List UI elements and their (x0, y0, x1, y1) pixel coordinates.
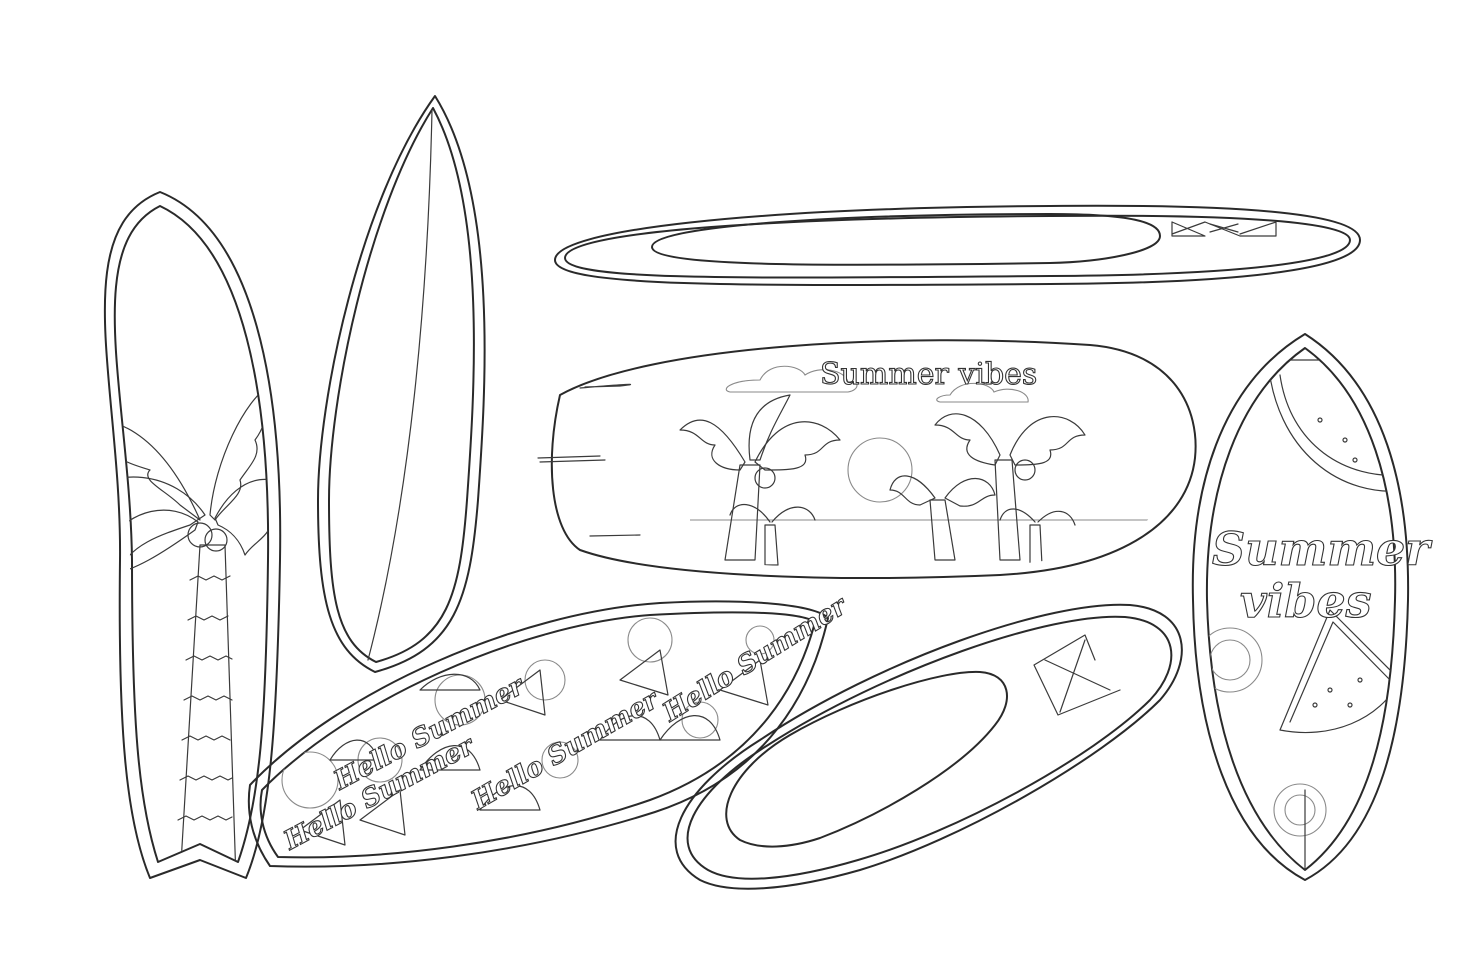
watermelon-slice-icon (1206, 359, 1396, 870)
hello-summer-text-3: Hello Summer (657, 590, 854, 729)
fish-palm-board (103, 191, 282, 879)
summer-vibes-text: Summer vibes (820, 357, 1037, 392)
stringer-line-icon (367, 109, 433, 661)
watermelon-pattern-icon (281, 617, 775, 846)
hello-summer-watermelon-board: Hello Summer Hello Summer Hello Summer H… (247, 589, 854, 868)
summer-vibes-beach-board: Summer vibes (537, 339, 1197, 579)
summer-vibes-watermelon-board: Summer vibes (1191, 333, 1434, 881)
paddle-board-diagonal (674, 603, 1183, 890)
vibes-text: vibes (1240, 574, 1372, 628)
blank-shortboard (317, 95, 486, 673)
handle-x-icon (1171, 221, 1277, 237)
palm-tree-icon (116, 384, 269, 862)
summer-text: Summer (1212, 522, 1433, 576)
handle-x-icon (1033, 634, 1121, 716)
palm-beach-scene-icon (679, 365, 1186, 566)
paddle-board-top (554, 204, 1361, 287)
